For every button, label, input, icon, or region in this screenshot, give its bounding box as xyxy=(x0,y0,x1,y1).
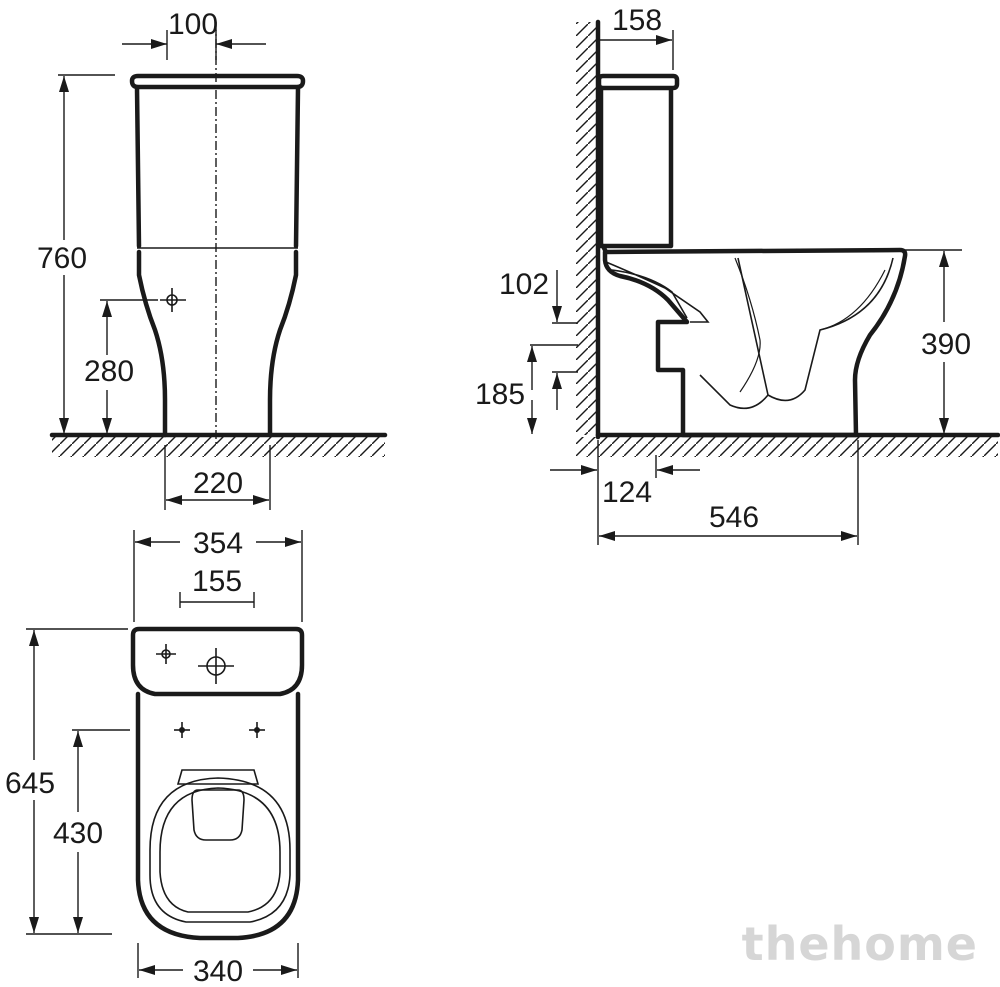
dim-front-inlet-height: 280 xyxy=(84,299,158,434)
front-view: 100 760 280 220 xyxy=(37,8,388,510)
watermark-text: thehome xyxy=(742,917,978,971)
dim-front-total-height-label: 760 xyxy=(37,242,87,275)
side-view: 158 102 185 390 124 xyxy=(475,4,1000,545)
dim-side-tank-depth: 158 xyxy=(599,4,674,70)
front-tank-lid xyxy=(129,73,306,90)
dim-side-outlet-offset-label: 124 xyxy=(602,476,652,509)
plan-seat-lid xyxy=(191,789,245,841)
dim-plan-total-length-label: 645 xyxy=(5,767,55,800)
dim-front-base-width: 220 xyxy=(164,445,271,510)
dim-side-outlet-height-label: 185 xyxy=(475,378,525,411)
plan-seat-hinge xyxy=(176,769,260,785)
plan-tank-holes xyxy=(156,644,234,684)
dim-side-total-depth: 546 xyxy=(597,440,859,545)
dim-plan-bowl-width: 340 xyxy=(137,943,299,987)
side-trapway xyxy=(605,261,710,323)
dim-side-outlet: 102 185 xyxy=(475,268,578,434)
side-bowl-water xyxy=(734,257,886,393)
dim-plan-total-length: 645 xyxy=(5,628,128,935)
dim-plan-tank-width: 354 xyxy=(133,527,303,622)
front-tank-body xyxy=(134,85,301,249)
dim-front-total-height: 760 xyxy=(37,74,115,434)
plan-seat-fixing-holes xyxy=(174,722,265,738)
plan-seat-outer xyxy=(149,777,291,923)
side-bowl xyxy=(600,243,908,438)
plan-seat-inner xyxy=(159,787,281,913)
dim-plan-hole-spacing: 155 xyxy=(179,565,255,608)
dim-side-seat-height-label: 390 xyxy=(921,328,971,361)
dim-plan-tank-width-label: 354 xyxy=(193,527,243,560)
plan-bowl-outline xyxy=(135,691,301,941)
dim-front-top-width-label: 100 xyxy=(168,8,218,41)
side-bowl-interior xyxy=(699,257,894,410)
dim-plan-bowl-length: 430 xyxy=(53,729,130,933)
dim-side-tank-depth-label: 158 xyxy=(612,4,662,37)
plan-tank xyxy=(130,626,305,697)
dim-front-inlet-height-label: 280 xyxy=(84,355,134,388)
plan-view: 354 155 645 430 34 xyxy=(5,527,305,987)
front-inlet-crosshair xyxy=(160,288,186,312)
dim-side-total-depth-label: 546 xyxy=(709,501,759,534)
dim-front-top-width: 100 xyxy=(122,8,266,60)
side-wall xyxy=(576,19,601,440)
front-bowl-body xyxy=(136,249,299,438)
side-floor xyxy=(576,432,1000,457)
dim-plan-hole-spacing-label: 155 xyxy=(192,565,242,598)
dim-front-base-width-label: 220 xyxy=(193,467,243,500)
dim-side-upper-label: 102 xyxy=(499,268,549,301)
dim-side-outlet-offset: 124 xyxy=(550,455,700,509)
side-tank xyxy=(596,73,680,249)
dim-plan-bowl-length-label: 430 xyxy=(53,817,103,850)
dim-plan-bowl-width-label: 340 xyxy=(193,955,243,987)
dim-side-seat-height: 390 xyxy=(905,249,971,434)
front-floor xyxy=(49,432,388,457)
